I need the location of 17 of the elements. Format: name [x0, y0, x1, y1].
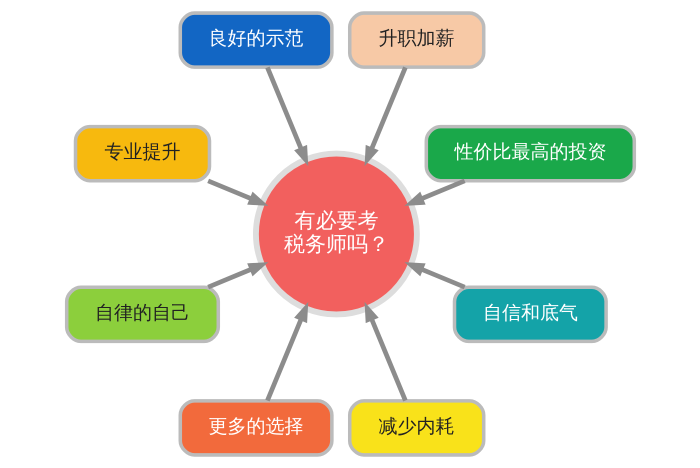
- node-box: 性价比最高的投资: [424, 124, 636, 182]
- node-box: 升职加薪: [347, 11, 485, 69]
- node-box: 减少内耗: [347, 399, 485, 457]
- arrow: [206, 262, 268, 290]
- arrow: [404, 178, 466, 206]
- node-box: 良好的示范: [178, 11, 334, 69]
- arrow: [364, 302, 408, 402]
- arrow: [206, 178, 268, 206]
- node-box: 更多的选择: [178, 399, 334, 457]
- node-box: 专业提升: [73, 124, 211, 182]
- arrow: [264, 302, 308, 402]
- node-box: 自信和底气: [452, 286, 608, 344]
- arrow: [364, 66, 408, 166]
- node-box: 自律的自己: [64, 286, 220, 344]
- node-circle: 有必要考税务师吗？: [252, 150, 420, 318]
- arrow: [404, 262, 466, 290]
- arrow: [264, 66, 308, 166]
